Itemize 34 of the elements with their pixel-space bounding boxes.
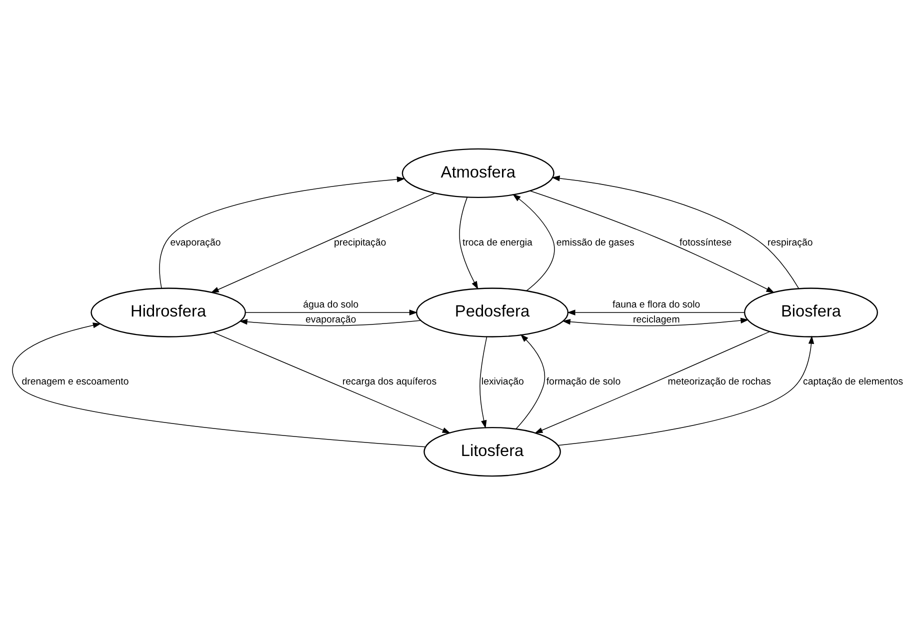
- edge-label: formação de solo: [546, 376, 621, 388]
- arrow: [552, 175, 800, 288]
- arrow: [212, 331, 451, 433]
- edge-label: troca de energia: [462, 236, 532, 248]
- edge-label: evaporação: [306, 314, 356, 325]
- arrow: [530, 190, 774, 292]
- arrow: [562, 317, 749, 326]
- edge-label: evaporação: [170, 236, 221, 248]
- arrow: [12, 322, 426, 447]
- edge-label: meteorização de rochas: [668, 376, 772, 388]
- edge-label: drenagem e escoamento: [22, 376, 129, 388]
- edge-label: fotossíntese: [680, 236, 732, 248]
- edge-label: emissão de gases: [556, 236, 634, 248]
- edge-label: fauna e flora do solo: [612, 299, 700, 310]
- arrow: [567, 309, 745, 315]
- node-ellipse: Atmosfera: [402, 148, 554, 198]
- edge-label: captação de elementos: [803, 376, 904, 388]
- arrow: [558, 335, 814, 446]
- arrow: [480, 336, 488, 428]
- edge-label: precipitação: [334, 236, 386, 248]
- edge-label: respiração: [768, 236, 813, 248]
- edge-label: água do solo: [303, 299, 359, 310]
- arrow: [159, 176, 406, 288]
- arrow: [244, 309, 418, 315]
- edge-label: lexiviação: [481, 376, 524, 388]
- arrow: [512, 193, 555, 291]
- edge-label: reciclagem: [632, 314, 680, 325]
- arrow: [516, 334, 545, 429]
- arrow: [534, 330, 770, 433]
- edge-label: recarga dos aquíferos: [342, 376, 437, 388]
- arrow: [459, 196, 478, 290]
- node-ellipse: Pedosfera: [416, 287, 569, 337]
- arrow: [210, 192, 436, 292]
- arrow: [239, 318, 421, 326]
